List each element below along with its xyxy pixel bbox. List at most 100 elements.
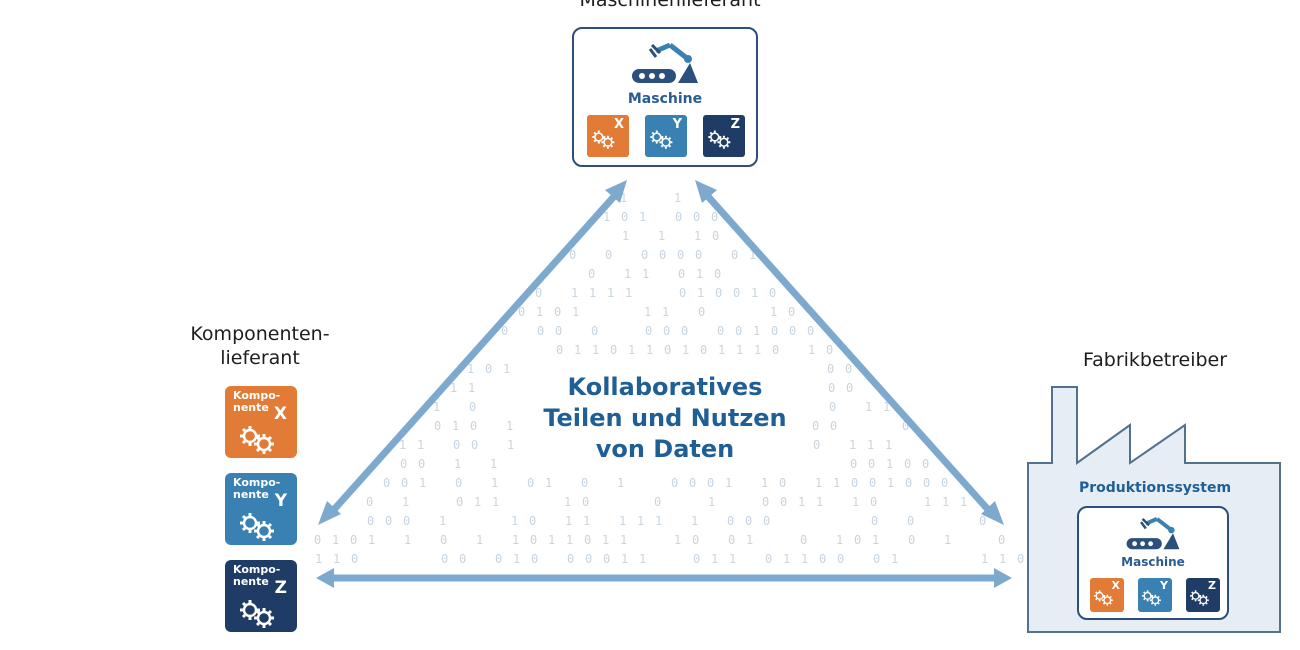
binary-digit: 0 [769, 286, 776, 300]
binary-digit: 1 [507, 438, 514, 452]
binary-digit: 0 [854, 533, 861, 547]
chip-letter: X [1111, 579, 1120, 592]
binary-digit: 0 [603, 552, 610, 566]
binary-digit: 0 [772, 343, 779, 357]
robot-machine-icon [1126, 517, 1180, 550]
binary-digit: 0 [698, 305, 705, 319]
binary-digit: 0 [692, 533, 699, 547]
binary-digit: 0 [731, 248, 738, 262]
binary-digit: 1 [503, 362, 510, 376]
gears-icon [238, 598, 276, 628]
binary-digit: 1 [783, 552, 790, 566]
binary-digit: 0 [675, 210, 682, 224]
binary-digit: 0 [679, 286, 686, 300]
binary-digit: 0 [518, 305, 525, 319]
binary-digit: 1 [872, 533, 879, 547]
component-y-line2: nente [233, 488, 269, 501]
binary-digit: 1 [433, 400, 440, 414]
center-caption: Kollaboratives Teilen und Nutzen von Dat… [500, 372, 830, 465]
binary-digit: 1 [999, 552, 1006, 566]
binary-digit: 1 [628, 343, 635, 357]
binary-digit: 1 [639, 210, 646, 224]
binary-digit: 1 [548, 533, 555, 547]
binary-digit: 0 [979, 514, 986, 528]
binary-digit: 1 [646, 343, 653, 357]
binary-digit: 0 [789, 324, 796, 338]
binary-digit: 0 [314, 533, 321, 547]
binary-digit: 0 [830, 419, 837, 433]
binary-digit: 0 [681, 324, 688, 338]
label-production-system: Produktionssystem [1078, 480, 1232, 496]
chip-z: Z [703, 115, 745, 157]
binary-digit: 0 [923, 476, 930, 490]
binary-digit: 1 [658, 229, 665, 243]
binary-digit: 1 [691, 514, 698, 528]
binary-digit: 0 [813, 438, 820, 452]
binary-digit: 0 [837, 552, 844, 566]
binary-digit: 1 [694, 229, 701, 243]
binary-digit: 0 [846, 381, 853, 395]
component-x-line2: nente [233, 401, 269, 414]
binary-digit: 1 [754, 343, 761, 357]
chip-y: Y [1138, 578, 1172, 612]
binary-digit: 0 [870, 495, 877, 509]
binary-digit: 1 [833, 476, 840, 490]
binary-digit: 0 [819, 552, 826, 566]
binary-digit: 0 [807, 324, 814, 338]
binary-digit: 0 [1017, 552, 1024, 566]
binary-digit: 0 [868, 457, 875, 471]
binary-digit: 0 [529, 514, 536, 528]
binary-digit: 1 [642, 267, 649, 281]
binary-digit: 1 [506, 419, 513, 433]
binary-digit: 0 [471, 438, 478, 452]
binary-digit: 1 [624, 267, 631, 281]
binary-digit: 0 [569, 248, 576, 262]
binary-digit: 0 [582, 495, 589, 509]
binary-digit: 1 [891, 552, 898, 566]
binary-digit: 1 [749, 248, 756, 262]
binary-digit: 0 [530, 533, 537, 547]
binary-digit: 1 [708, 495, 715, 509]
gears-icon [649, 129, 674, 149]
binary-digit: 1 [603, 210, 610, 224]
binary-digit: 1 [315, 552, 322, 566]
binary-digit: 0 [812, 419, 819, 433]
binary-digit: 1 [622, 229, 629, 243]
binary-digit: 1 [761, 476, 768, 490]
gears-icon [591, 129, 616, 149]
binary-digit: 0 [902, 419, 909, 433]
binary-digit: 0 [469, 400, 476, 414]
binary-digit: 1 [815, 476, 822, 490]
binary-digit: 0 [621, 210, 628, 224]
binary-digit: 1 [852, 495, 859, 509]
binary-digit: 0 [941, 476, 948, 490]
binary-digit: 1 [467, 362, 474, 376]
chip-z: Z [1186, 578, 1220, 612]
arrow-top-right [695, 180, 1004, 525]
binary-digit: 1 [801, 552, 808, 566]
binary-digit: 1 [491, 476, 498, 490]
binary-digit: 1 [583, 514, 590, 528]
binary-digit: 0 [700, 343, 707, 357]
binary-digit: 0 [350, 533, 357, 547]
arrow-left-right [316, 568, 1012, 588]
binary-digit: 0 [403, 514, 410, 528]
component-z-tile: Kompo-nente Z [225, 560, 297, 632]
binary-digit: 1 [621, 552, 628, 566]
component-z-letter: Z [274, 578, 287, 598]
binary-digit: 1 [886, 457, 893, 471]
binary-digit: 1 [454, 457, 461, 471]
chip-letter: Y [672, 117, 682, 132]
binary-digit: 0 [712, 229, 719, 243]
binary-digit: 1 [718, 343, 725, 357]
binary-digit: 0 [693, 552, 700, 566]
binary-digit: 1 [816, 495, 823, 509]
binary-digit: 0 [763, 514, 770, 528]
binary-digit: 0 [771, 324, 778, 338]
binary-digit: 0 [527, 476, 534, 490]
binary-digit: 1 [571, 286, 578, 300]
label-machine-supplier: Maschinenlieferant [579, 0, 761, 11]
binary-digit: 1 [697, 286, 704, 300]
